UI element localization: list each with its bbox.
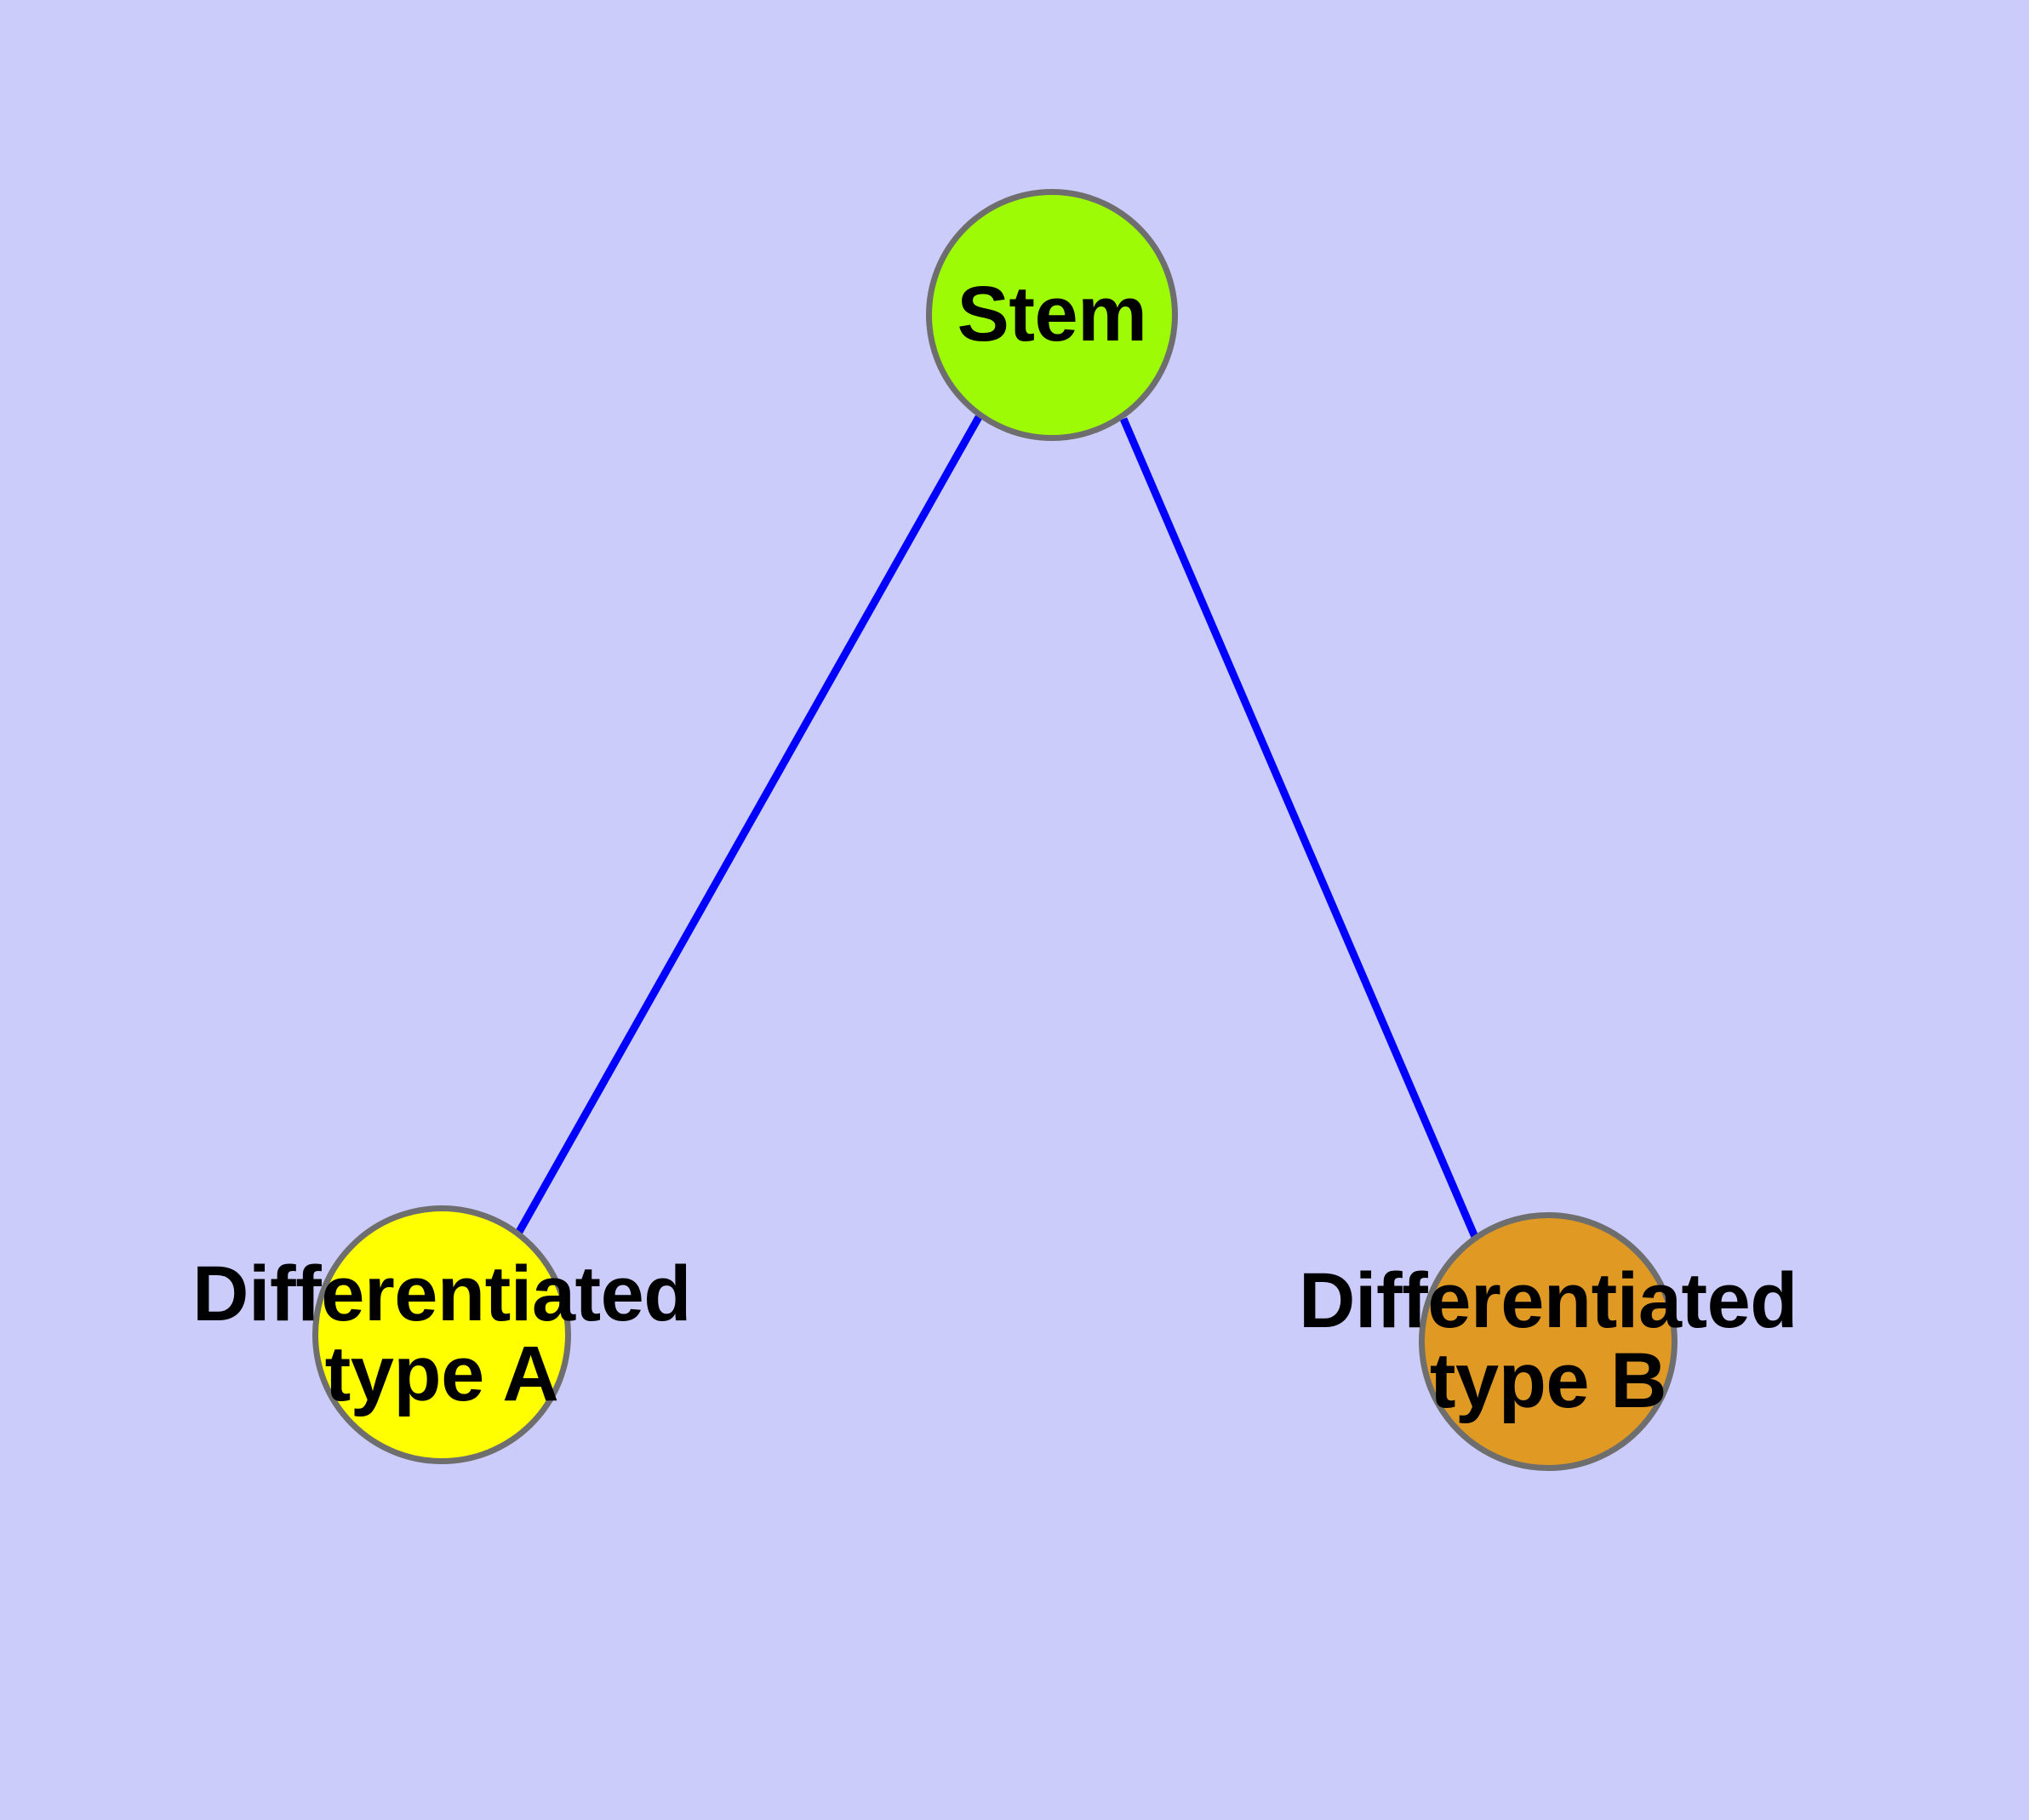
node-diff-a[interactable] (312, 1205, 571, 1464)
edge-stem-to-diff-a[interactable] (516, 415, 982, 1234)
edge-stem-to-diff-b[interactable] (1119, 417, 1479, 1239)
edges-layer (516, 415, 1479, 1239)
node-diff-b[interactable] (1419, 1212, 1677, 1471)
nodes-layer (312, 189, 1677, 1471)
node-stem[interactable] (926, 189, 1178, 441)
